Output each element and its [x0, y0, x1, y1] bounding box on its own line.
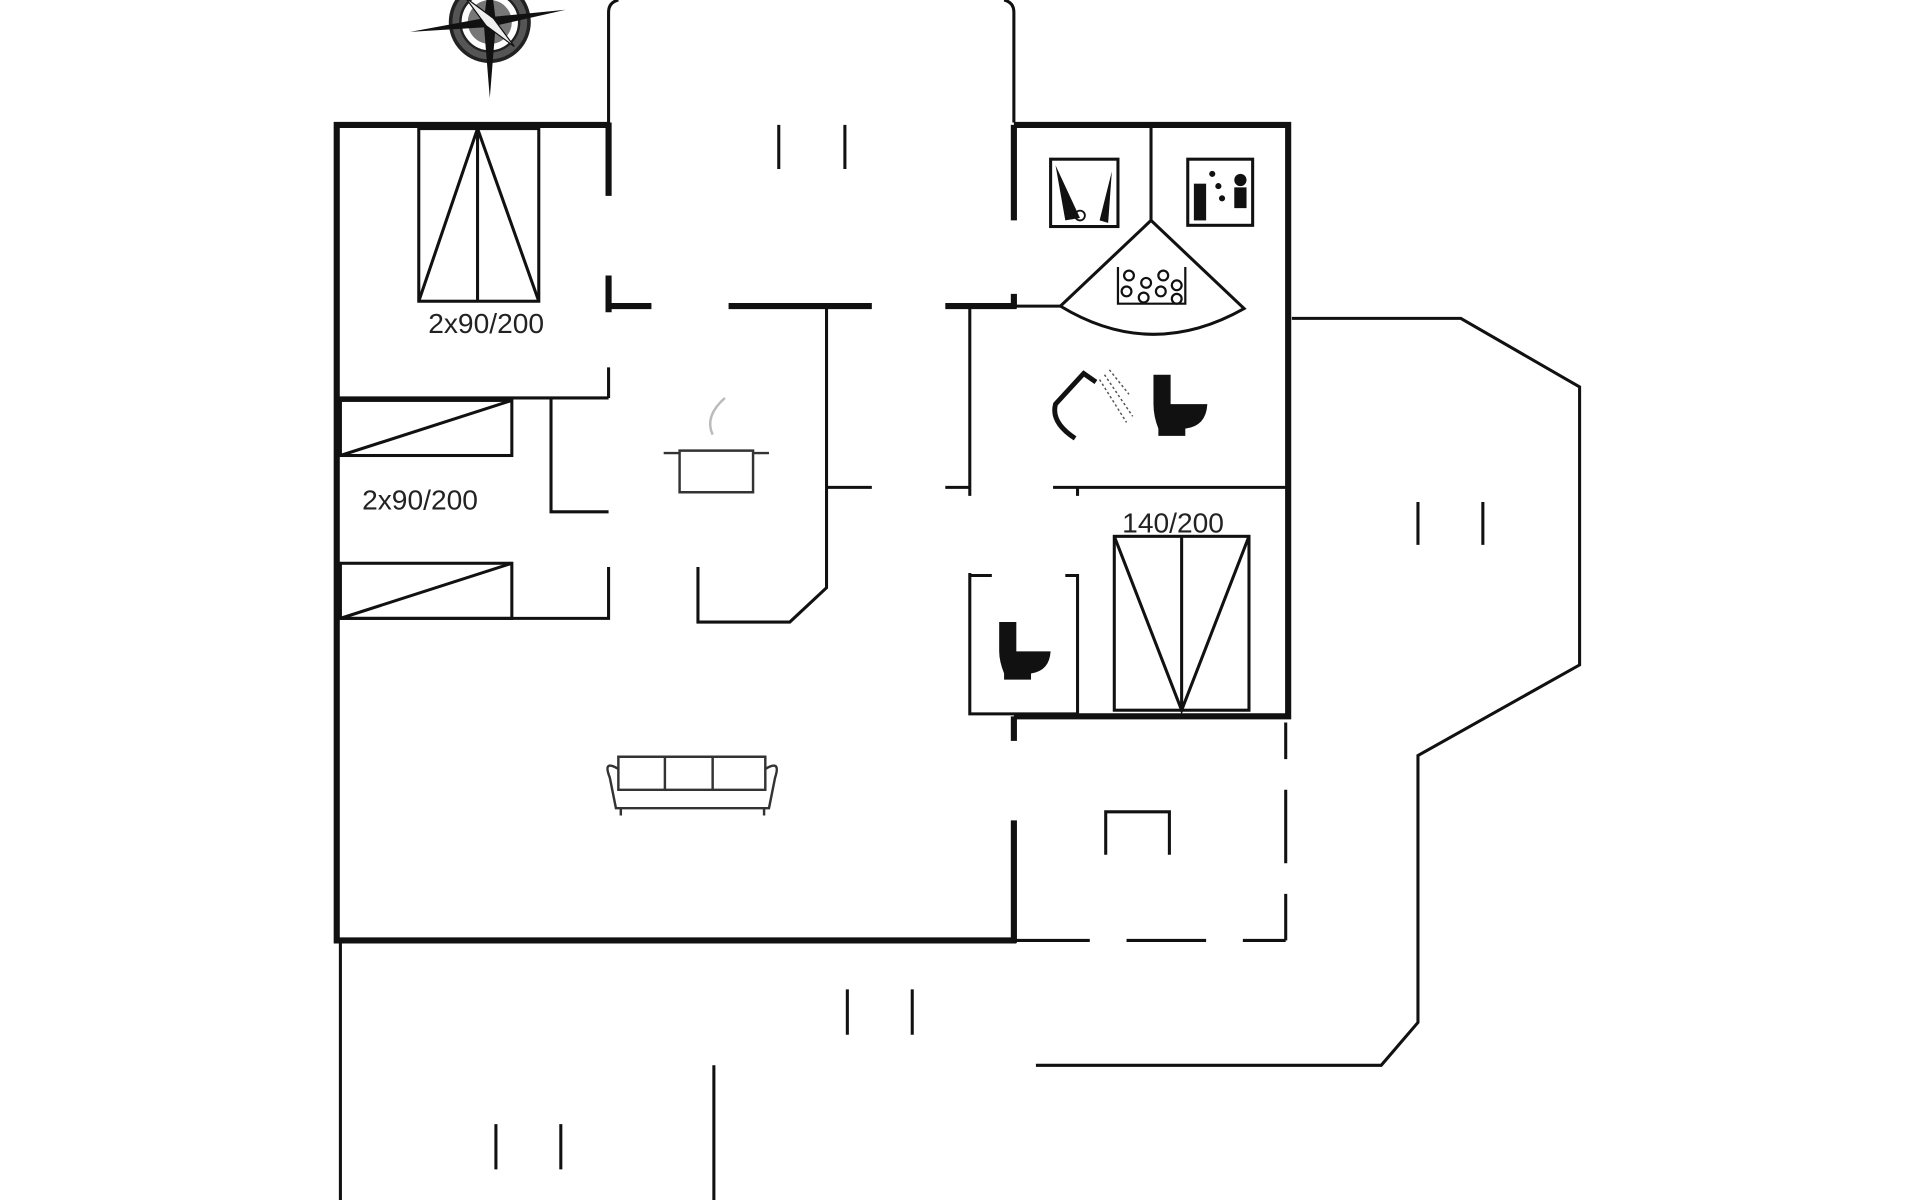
- sauna-icon: [1186, 157, 1255, 227]
- terrace-outline: [338, 316, 1582, 1200]
- washing-machine-icon: [1049, 157, 1120, 229]
- bed-label: 140/200: [1122, 508, 1224, 539]
- sofa-icon: [606, 755, 779, 816]
- compass-rose-icon: [410, 0, 566, 98]
- whirlpool-icon: [1116, 266, 1187, 305]
- door-markers: [494, 124, 1485, 1170]
- bed-single-lower: [338, 561, 514, 620]
- cooking-pot-icon: [663, 397, 769, 494]
- interior-walls: [336, 0, 1286, 716]
- toilet-icon: [999, 622, 1051, 680]
- bed-double-1: [417, 123, 541, 303]
- toilet-icon: [1153, 374, 1208, 436]
- shower-icon: [1052, 369, 1134, 441]
- bed-label: 2x90/200: [362, 484, 478, 515]
- annex-dashed-walls: [1016, 722, 1288, 942]
- bed-label: 2x90/200: [428, 308, 544, 339]
- bed-double-2: [1112, 534, 1251, 715]
- bed-single-upper: [338, 398, 514, 458]
